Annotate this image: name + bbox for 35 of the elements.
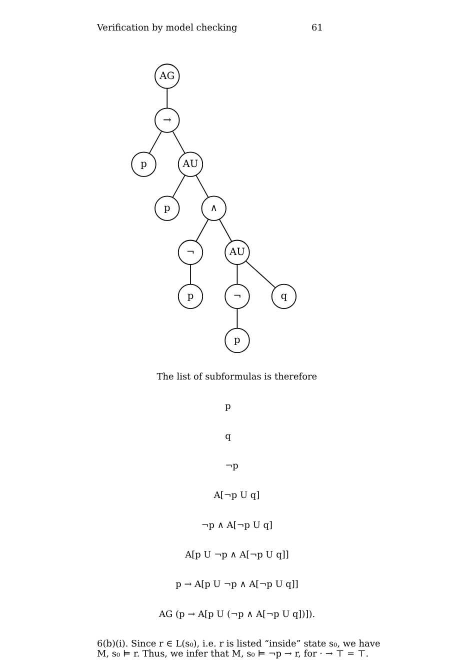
connector bbox=[172, 175, 186, 198]
connector bbox=[166, 88, 168, 109]
label: p bbox=[225, 402, 231, 412]
connector bbox=[236, 308, 238, 329]
connector bbox=[219, 219, 232, 242]
node-circle: ∧ bbox=[201, 196, 226, 221]
node-circle: p bbox=[154, 196, 180, 221]
label: p → A[p U ¬p ∧ A[¬p U q]] bbox=[176, 580, 298, 590]
label: AG (p → A[p U (¬p ∧ A[¬p U q])]). bbox=[159, 610, 316, 620]
label: The list of subformulas is therefore bbox=[156, 372, 318, 383]
node-circle: ¬ bbox=[178, 240, 204, 265]
label: 6(b)(i). Since r ∈ L(s₀), i.e. r is listed “inside” state s₀, we have M, s₀ ⊨ r. Thus, we infer that M, s₀ ⊨ ¬p → r, for · → ⊤ = ⊤. bbox=[97, 639, 380, 660]
node-circle: AU bbox=[224, 240, 250, 265]
connector bbox=[148, 130, 162, 154]
node-circle: AU bbox=[178, 152, 204, 177]
label: Verification by model checking bbox=[97, 23, 238, 34]
label: ¬p bbox=[225, 461, 238, 472]
node-circle: AG bbox=[154, 64, 180, 89]
connector bbox=[172, 130, 186, 154]
node-circle: p bbox=[224, 328, 250, 354]
label: A[¬p U q] bbox=[214, 491, 260, 502]
label: q bbox=[225, 432, 231, 442]
node-circle: → bbox=[154, 108, 180, 133]
node-circle: p bbox=[131, 152, 156, 177]
connector bbox=[196, 219, 209, 242]
connector bbox=[190, 264, 191, 285]
label: A[p U ¬p ∧ A[¬p U q]] bbox=[185, 550, 289, 560]
node-circle: q bbox=[271, 284, 297, 309]
node-circle: ¬ bbox=[224, 284, 250, 309]
label: 61 bbox=[311, 23, 323, 34]
connector bbox=[196, 175, 209, 198]
node-circle: p bbox=[178, 284, 204, 309]
label: ¬p ∧ A[¬p U q] bbox=[201, 520, 273, 531]
connector bbox=[245, 260, 276, 288]
connector bbox=[236, 264, 238, 285]
